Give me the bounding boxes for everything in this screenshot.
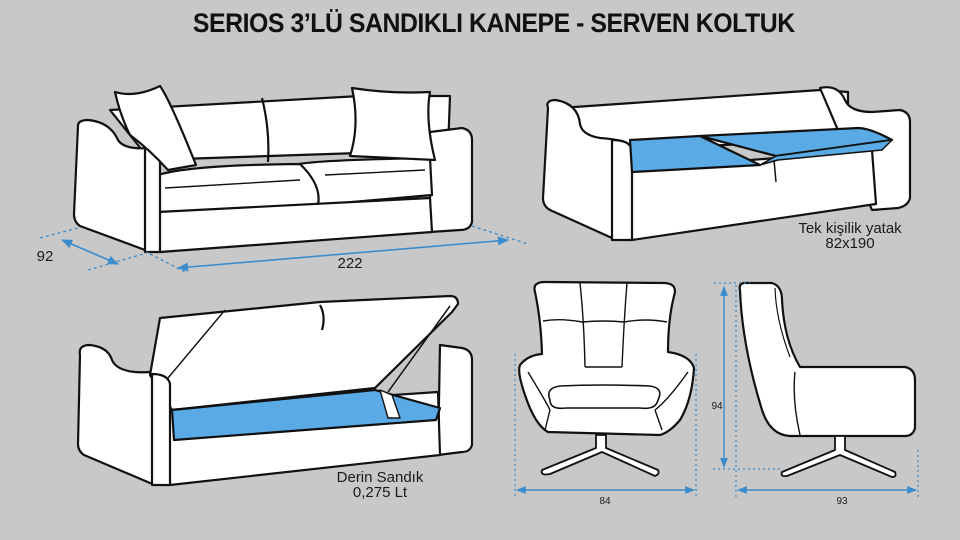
armchair-depth-label: 93	[836, 496, 848, 507]
armchair-height-label: 94	[711, 401, 723, 412]
storage-caption-volume: 0,275 Lt	[352, 484, 408, 501]
storage-caption: Derin Sandık 0,275 Lt	[305, 470, 455, 500]
bed-caption-size: 82x190	[825, 235, 875, 252]
sofa-closed-drawing	[72, 84, 474, 254]
dimension-width-label: 222	[337, 255, 363, 272]
armchair-width-label: 84	[599, 496, 611, 507]
dimension-depth-label: 92	[36, 248, 54, 265]
armchair-side-drawing	[738, 281, 917, 478]
bed-caption-title: Tek kişilik yatak	[798, 220, 902, 237]
storage-caption-title: Derin Sandık	[336, 469, 424, 486]
sofa-bed-drawing	[541, 86, 912, 242]
page-title: SERIOS 3’LÜ SANDIKLI KANEPE - SERVEN KOL…	[192, 8, 795, 38]
bed-caption: Tek kişilik yatak 82x190	[770, 221, 930, 251]
sofa-closed-dimensions	[39, 225, 529, 273]
armchair-front-dimensions	[514, 354, 697, 498]
sofa-storage-drawing	[76, 294, 474, 487]
armchair-front-drawing	[518, 280, 696, 477]
armchair-side-dimensions	[713, 282, 919, 498]
